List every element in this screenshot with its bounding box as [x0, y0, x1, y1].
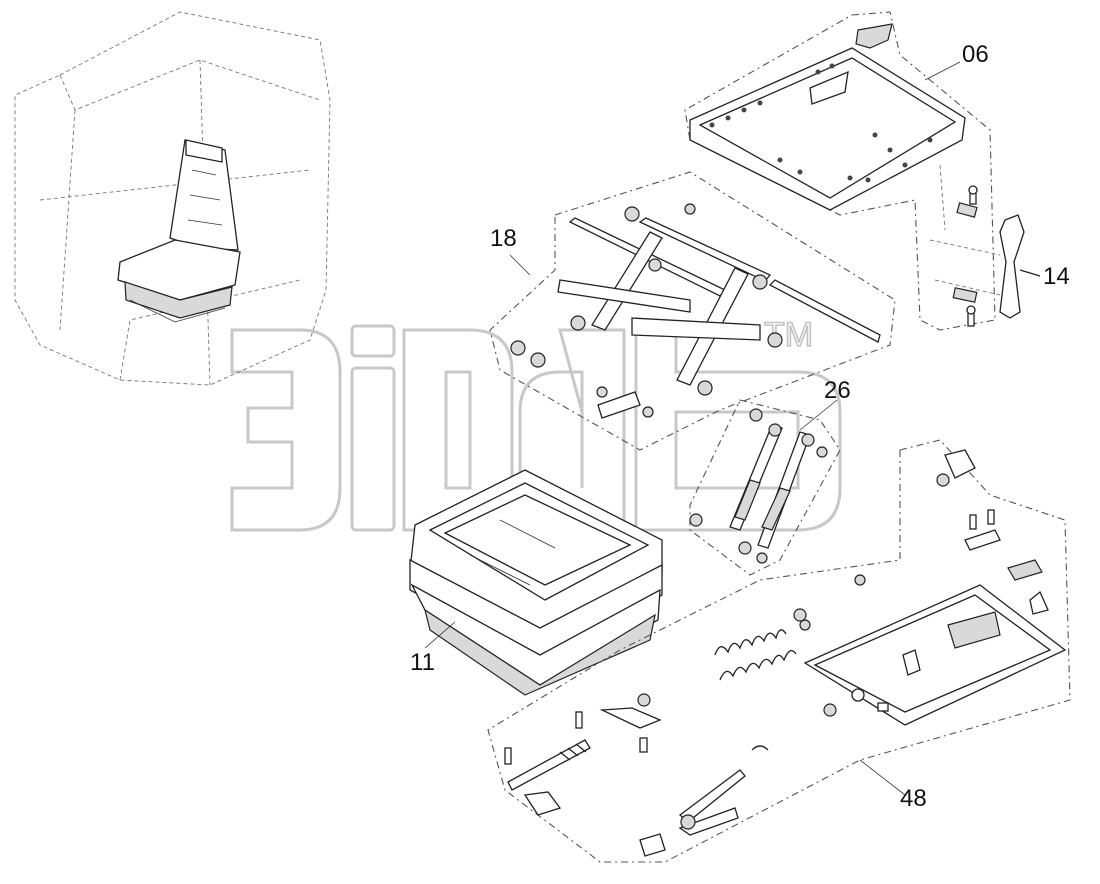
assembly-48-base [487, 439, 1071, 863]
callout-18: 18 [490, 225, 517, 252]
callout-26: 26 [824, 377, 851, 404]
leader-lines [424, 61, 961, 796]
callout-48: 48 [900, 785, 927, 812]
callout-14: 14 [1043, 263, 1070, 290]
bushings [510, 203, 783, 396]
assembly-18-scissor-linkage [489, 171, 896, 451]
assembly-26-shock-absorbers [689, 399, 841, 576]
assembly-14-side-link [929, 164, 1041, 327]
callout-11: 11 [410, 649, 435, 676]
plate-holes [709, 63, 933, 183]
callout-06: 06 [962, 41, 989, 68]
assembly-06-top-plate [684, 11, 996, 331]
springs [714, 629, 797, 681]
cab-location-view [14, 11, 331, 386]
assembly-11-bellows [409, 469, 663, 696]
